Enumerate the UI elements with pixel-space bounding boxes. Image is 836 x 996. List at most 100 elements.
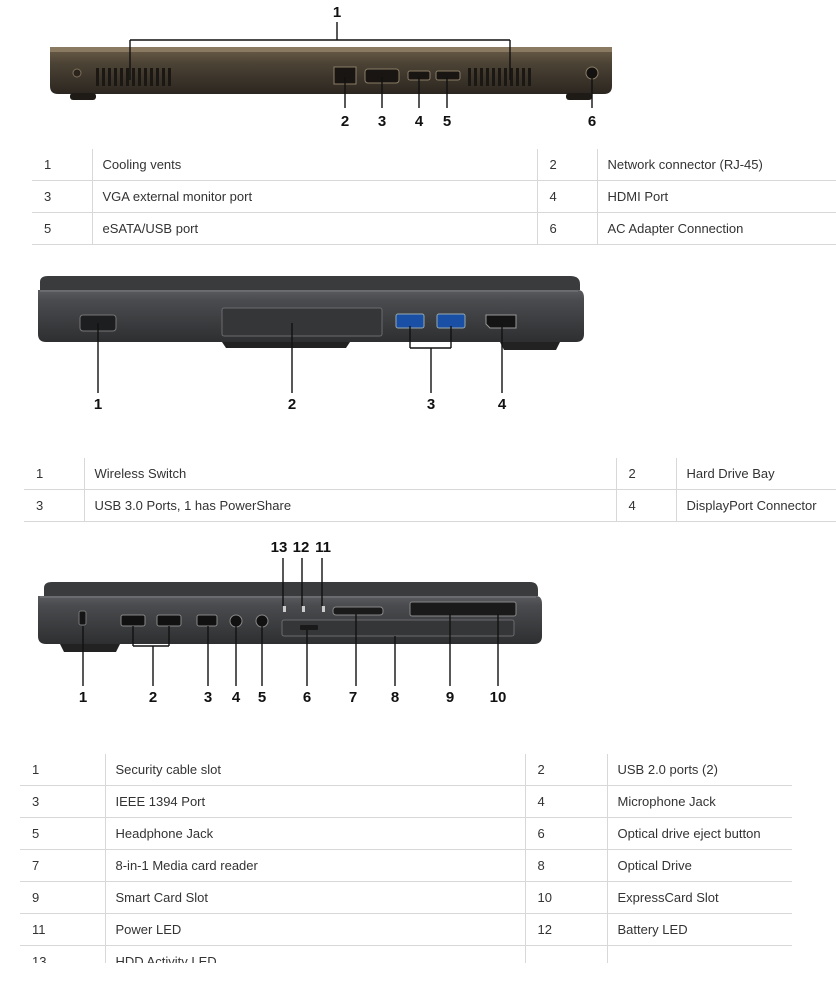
callout-1: 1	[332, 4, 342, 21]
callout-7: 7	[348, 689, 358, 706]
callout-4: 4	[231, 689, 241, 706]
optical-eject-button	[300, 625, 318, 630]
part-number: 1	[24, 458, 84, 490]
part-label: Power LED	[104, 913, 525, 946]
callout-2: 2	[340, 113, 350, 130]
part-label: ExpressCard Slot	[606, 881, 792, 914]
part-label: HDMI Port	[596, 180, 836, 213]
part-label: Hard Drive Bay	[675, 458, 836, 490]
table-row: 3 USB 3.0 Ports, 1 has PowerShare 4 Disp…	[24, 489, 836, 522]
left-view-table-clip: 1 Security cable slot 2 USB 2.0 ports (2…	[0, 754, 836, 963]
right-view-figure: 1 2 3 4	[0, 268, 836, 418]
usb3-port-2	[436, 313, 466, 329]
part-label: Optical Drive	[606, 849, 792, 882]
part-label: DisplayPort Connector	[675, 489, 836, 522]
laptop-back-view-illustration	[50, 22, 612, 108]
left-view-parts-table: 1 Security cable slot 2 USB 2.0 ports (2…	[20, 754, 792, 963]
callout-6: 6	[587, 113, 597, 130]
part-number: 5	[20, 817, 105, 850]
usb2-port-2	[156, 614, 182, 627]
part-label: eSATA/USB port	[91, 212, 537, 245]
table-row: 3 IEEE 1394 Port 4 Microphone Jack	[20, 785, 792, 818]
part-label: Wireless Switch	[83, 458, 616, 490]
callout-5: 5	[257, 689, 267, 706]
table-row: 9 Smart Card Slot 10 ExpressCard Slot	[20, 881, 792, 914]
part-label: Smart Card Slot	[104, 881, 525, 914]
part-label: Battery LED	[606, 913, 792, 946]
part-number: 1	[20, 754, 105, 786]
table-row: 1 Wireless Switch 2 Hard Drive Bay	[24, 458, 836, 490]
optical-drive	[281, 619, 515, 637]
hard-drive-bay	[221, 307, 383, 337]
cooling-vents-right	[468, 68, 531, 86]
laptop-right-view-illustration	[38, 276, 584, 393]
part-number: 6	[536, 212, 597, 245]
right-view-parts-table: 1 Wireless Switch 2 Hard Drive Bay 3 USB…	[24, 458, 836, 522]
microphone-jack	[229, 614, 243, 628]
part-number: 8	[524, 849, 607, 882]
displayport-connector	[485, 314, 517, 329]
part-label: Headphone Jack	[104, 817, 525, 850]
table-row: 13 HDD Activity LED	[20, 945, 792, 963]
part-number: 3	[20, 785, 105, 818]
part-label: USB 3.0 Ports, 1 has PowerShare	[83, 489, 616, 522]
usb3-port-1	[395, 313, 425, 329]
part-number: 4	[536, 180, 597, 213]
part-number: 6	[524, 817, 607, 850]
part-label: Security cable slot	[104, 754, 525, 786]
table-row: 7 8-in-1 Media card reader 8 Optical Dri…	[20, 849, 792, 882]
part-label	[606, 945, 792, 963]
callout-3: 3	[203, 689, 213, 706]
callout-2: 2	[287, 396, 297, 413]
esata-port	[435, 70, 461, 81]
callout-12: 12	[292, 539, 310, 556]
part-label: AC Adapter Connection	[596, 212, 836, 245]
table-row: 1 Cooling vents 2 Network connector (RJ-…	[32, 149, 836, 181]
media-card-reader	[332, 606, 384, 616]
laptop-left-view-illustration	[38, 558, 542, 686]
security-cable-slot	[78, 610, 87, 626]
ac-adapter-port	[585, 66, 599, 80]
callout-13: 13	[270, 539, 288, 556]
callout-1: 1	[93, 396, 103, 413]
part-number: 10	[524, 881, 607, 914]
part-number: 1	[32, 149, 92, 181]
callout-8: 8	[390, 689, 400, 706]
part-number: 4	[615, 489, 676, 522]
part-number: 11	[20, 913, 105, 946]
part-number: 3	[32, 180, 92, 213]
back-view-figure: 1 2 3 4 5 6	[0, 0, 836, 135]
part-number: 13	[20, 945, 105, 963]
part-label: HDD Activity LED	[104, 945, 525, 963]
callout-10: 10	[489, 689, 507, 706]
headphone-jack	[255, 614, 269, 628]
table-row: 5 Headphone Jack 6 Optical drive eject b…	[20, 817, 792, 850]
part-number: 9	[20, 881, 105, 914]
part-label: VGA external monitor port	[91, 180, 537, 213]
table-row: 1 Security cable slot 2 USB 2.0 ports (2…	[20, 754, 792, 786]
part-number: 2	[524, 754, 607, 786]
callout-4: 4	[497, 396, 507, 413]
part-number: 5	[32, 212, 92, 245]
part-label: Optical drive eject button	[606, 817, 792, 850]
table-row: 5 eSATA/USB port 6 AC Adapter Connection	[32, 212, 836, 245]
callout-5: 5	[442, 113, 452, 130]
callout-9: 9	[445, 689, 455, 706]
callout-2: 2	[148, 689, 158, 706]
callout-4: 4	[414, 113, 424, 130]
expresscard-slot	[409, 601, 517, 617]
left-view-figure: 13 12 11 1 2 3 4 5 6 7 8 9 10	[0, 536, 836, 711]
part-number: 3	[24, 489, 84, 522]
cooling-vents-left	[96, 68, 171, 86]
callout-3: 3	[426, 396, 436, 413]
part-number: 2	[615, 458, 676, 490]
part-label: Network connector (RJ-45)	[596, 149, 836, 181]
usb2-port-1	[120, 614, 146, 627]
part-number: 7	[20, 849, 105, 882]
part-label: 8-in-1 Media card reader	[104, 849, 525, 882]
callout-11: 11	[315, 539, 331, 556]
part-label: USB 2.0 ports (2)	[606, 754, 792, 786]
callout-3: 3	[377, 113, 387, 130]
part-number: 12	[524, 913, 607, 946]
part-number: 2	[536, 149, 597, 181]
